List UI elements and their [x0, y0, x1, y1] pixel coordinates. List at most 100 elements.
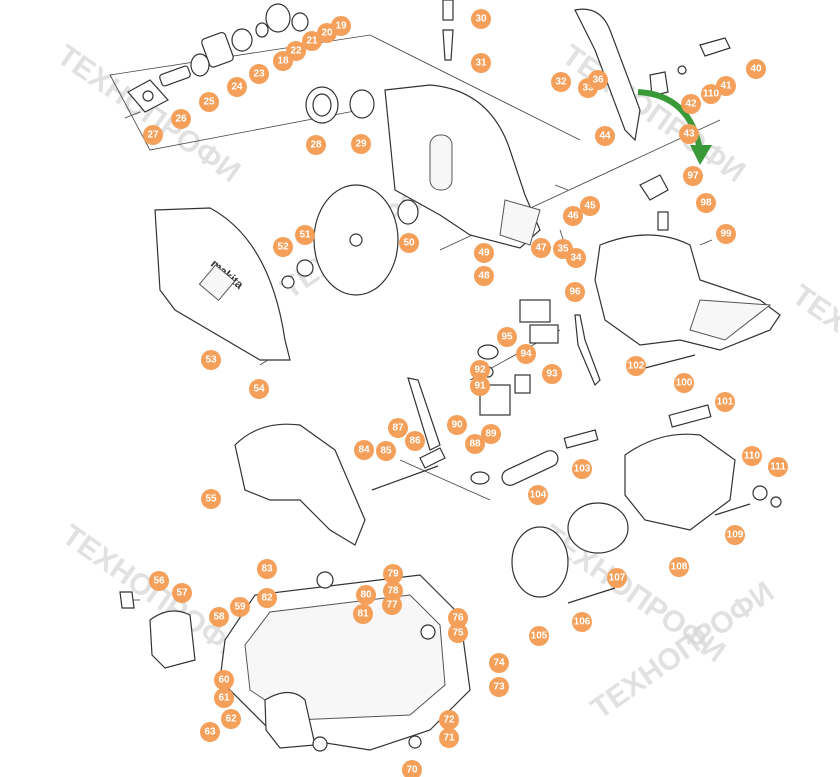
badge-circle — [768, 457, 788, 477]
guard-lever — [574, 8, 641, 142]
part-number-label: 105 — [531, 631, 548, 642]
part-number-label: 96 — [569, 287, 581, 298]
badge-circle — [356, 585, 376, 605]
part-number-badge: 43 — [679, 124, 699, 144]
part-number-label: 102 — [628, 361, 645, 372]
part-number-label: 63 — [204, 727, 216, 738]
part-number-badge: 108 — [669, 557, 689, 577]
badge-circle — [528, 485, 548, 505]
badge-circle — [669, 557, 689, 577]
badge-circle — [354, 440, 374, 460]
part-number-badge: 41 — [716, 76, 736, 96]
part-number-label: 110 — [744, 451, 761, 462]
part-number-label: 58 — [213, 612, 225, 623]
part-number-label: 40 — [750, 64, 762, 75]
badge-circle — [551, 72, 571, 92]
part-number-label: 98 — [700, 198, 712, 209]
part-number-badge: 27 — [143, 125, 163, 145]
badge-circle — [351, 134, 371, 154]
part-number-label: 62 — [225, 714, 237, 725]
badge-circle — [214, 688, 234, 708]
part-number-label: 50 — [403, 238, 415, 249]
part-number-label: 74 — [493, 658, 505, 669]
part-number-label: 35 — [557, 244, 569, 255]
badge-circle — [742, 446, 762, 466]
part-number-label: 86 — [409, 436, 421, 447]
part-number-badge: 99 — [716, 224, 736, 244]
badge-circle — [227, 77, 247, 97]
part-number-label: 19 — [335, 21, 347, 32]
part-number-label: 61 — [218, 693, 230, 704]
badge-circle — [674, 373, 694, 393]
part-number-badge: 52 — [273, 237, 293, 257]
badge-circle — [201, 350, 221, 370]
part-number-label: 47 — [535, 243, 547, 254]
badge-circle — [257, 588, 277, 608]
part-number-badge: 60 — [214, 670, 234, 690]
badge-circle — [531, 238, 551, 258]
badge-circle — [200, 722, 220, 742]
bracket — [234, 423, 366, 546]
part-number-badge: 47 — [531, 238, 551, 258]
upper-guard — [384, 84, 541, 249]
part-number-label: 25 — [203, 97, 215, 108]
part-number-label: 79 — [387, 569, 399, 580]
part-number-badge: 34 — [566, 248, 586, 268]
badge-circle — [306, 135, 326, 155]
part-number-label: 26 — [175, 114, 187, 125]
badge-circle — [465, 434, 485, 454]
part-number-badge: 30 — [471, 9, 491, 29]
part-number-badge: 76 — [448, 608, 468, 628]
shaft-parts — [124, 3, 309, 119]
part-number-badge: 79 — [383, 564, 403, 584]
part-number-badge: 20 — [317, 23, 337, 43]
badge-circle — [681, 94, 701, 114]
badge-circle — [607, 568, 627, 588]
part-number-label: 80 — [360, 590, 372, 601]
badge-circle — [716, 76, 736, 96]
part-number-badge: 101 — [715, 392, 735, 412]
badge-circle — [143, 125, 163, 145]
lower-guard: makita — [154, 207, 314, 361]
badge-circle — [679, 124, 699, 144]
part-number-badge: 105 — [529, 626, 549, 646]
part-number-badge: 42 — [681, 94, 701, 114]
spindle-screw — [442, 0, 454, 61]
badge-circle — [481, 424, 501, 444]
badge-circle — [353, 604, 373, 624]
part-number-badge: 54 — [249, 379, 269, 399]
spindle — [159, 65, 191, 87]
part-number-badge: 102 — [626, 356, 646, 376]
part-number-label: 51 — [299, 230, 311, 241]
badge-circle — [402, 760, 422, 777]
part-number-label: 42 — [685, 99, 697, 110]
handle-body — [594, 234, 781, 351]
part-number-badge: 56 — [149, 571, 169, 591]
badge-circle — [199, 92, 219, 112]
part-number-label: 72 — [443, 715, 455, 726]
wrench-and-rods — [371, 377, 490, 491]
part-number-badge: 32 — [551, 72, 571, 92]
gear — [265, 3, 291, 33]
badge-circle — [448, 623, 468, 643]
part-number-label: 53 — [205, 355, 217, 366]
part-number-badge: 91 — [470, 376, 490, 396]
badge-circle — [388, 418, 408, 438]
part-number-badge: 58 — [209, 607, 229, 627]
part-number-badge: 110 — [742, 446, 762, 466]
watermark-text: ТЕХНОПРОФИ — [786, 279, 840, 429]
badge-circle — [376, 441, 396, 461]
flange-hole — [142, 90, 154, 102]
part-number-label: 78 — [387, 586, 399, 597]
part-number-label: 48 — [478, 271, 490, 282]
watermark-text: ТЕХНОПРОФИ — [556, 39, 751, 189]
outer-flange — [397, 199, 419, 225]
badge-circle — [230, 597, 250, 617]
part-number-badge: 72 — [439, 710, 459, 730]
part-number-label: 93 — [546, 369, 558, 380]
part-number-badge: 93 — [542, 364, 562, 384]
bearing-box — [201, 31, 234, 68]
